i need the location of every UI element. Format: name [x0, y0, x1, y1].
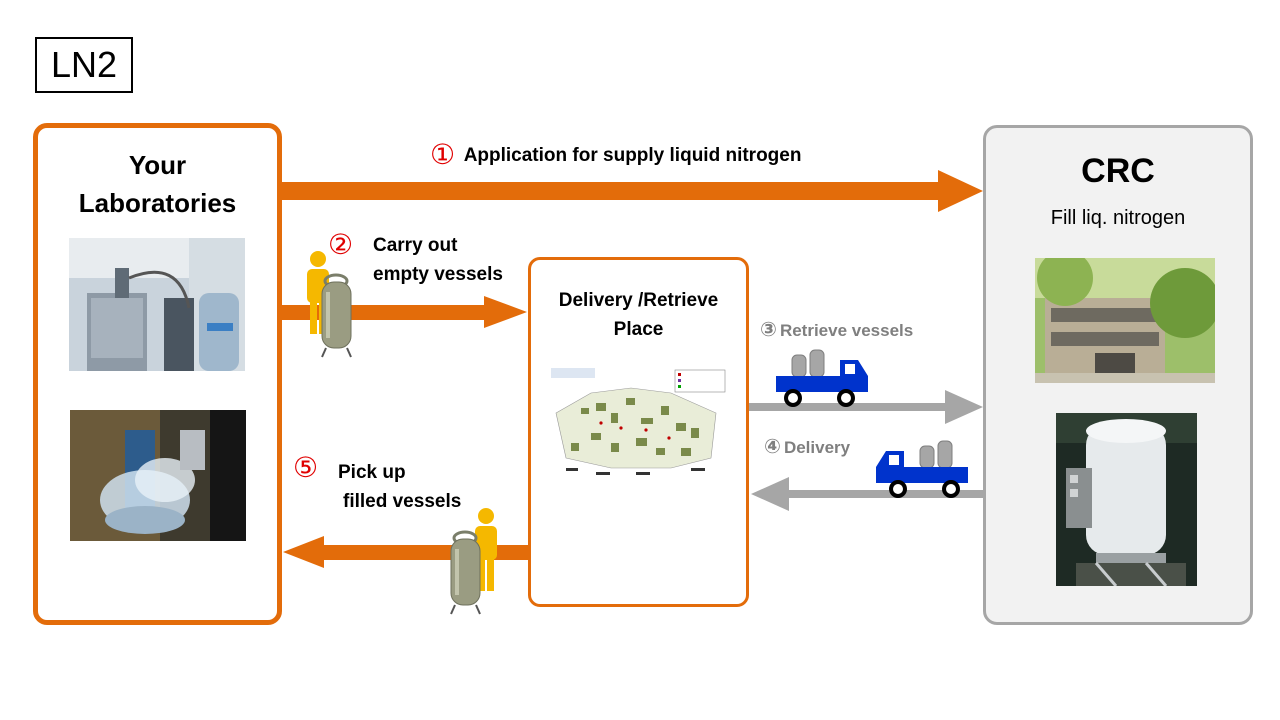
lab-pouring-photo	[70, 410, 246, 541]
laboratories-box	[33, 123, 282, 625]
crc-building-photo	[1035, 258, 1215, 383]
truck-retrieve-icon	[776, 349, 868, 407]
step3-text: Retrieve vessels	[779, 321, 914, 340]
page-title: LN2	[35, 37, 133, 93]
crc-title: CRC	[1081, 152, 1155, 190]
step4-number: ④	[764, 436, 781, 458]
delivery-title-line2: Place	[613, 319, 664, 340]
delivery-place-title: Delivery /Retrieve Place	[528, 286, 749, 344]
person-with-empty-cylinder-icon	[307, 251, 352, 358]
lab-equipment-photo	[69, 238, 245, 371]
arrow-retrieve	[749, 390, 983, 424]
campus-map-image	[551, 368, 727, 480]
step2-label: Carry out empty vessels	[373, 231, 503, 289]
step2-number: ②	[328, 229, 354, 260]
truck-delivery-icon	[876, 440, 968, 498]
crc-subtitle: Fill liq. nitrogen	[1050, 207, 1186, 229]
step1-text: Application for supply liquid nitrogen	[463, 145, 802, 166]
crc-tank-photo	[1056, 413, 1197, 586]
person-with-filled-cylinder-icon	[450, 508, 497, 615]
step1-label: ① Application for supply liquid nitrogen	[430, 140, 801, 170]
laboratories-title-line1: Your	[128, 150, 187, 180]
arrow-application	[282, 170, 983, 212]
step2-text-line1: Carry out	[373, 235, 458, 256]
step5-text-line2: filled vessels	[343, 491, 462, 512]
step5-number: ⑤	[293, 452, 319, 483]
step1-number: ①	[430, 139, 456, 170]
step3-number: ③	[760, 319, 777, 341]
step5-label: Pick up filled vessels	[338, 458, 461, 516]
step4-text: Delivery	[783, 438, 851, 457]
arrow-delivery	[751, 477, 983, 511]
step2-text-line2: empty vessels	[373, 264, 503, 285]
laboratories-title-line2: Laboratories	[78, 188, 237, 218]
laboratories-title: Your Laboratories	[33, 146, 282, 222]
delivery-title-line1: Delivery /Retrieve	[558, 290, 719, 311]
step5-text-line1: Pick up	[338, 462, 406, 483]
